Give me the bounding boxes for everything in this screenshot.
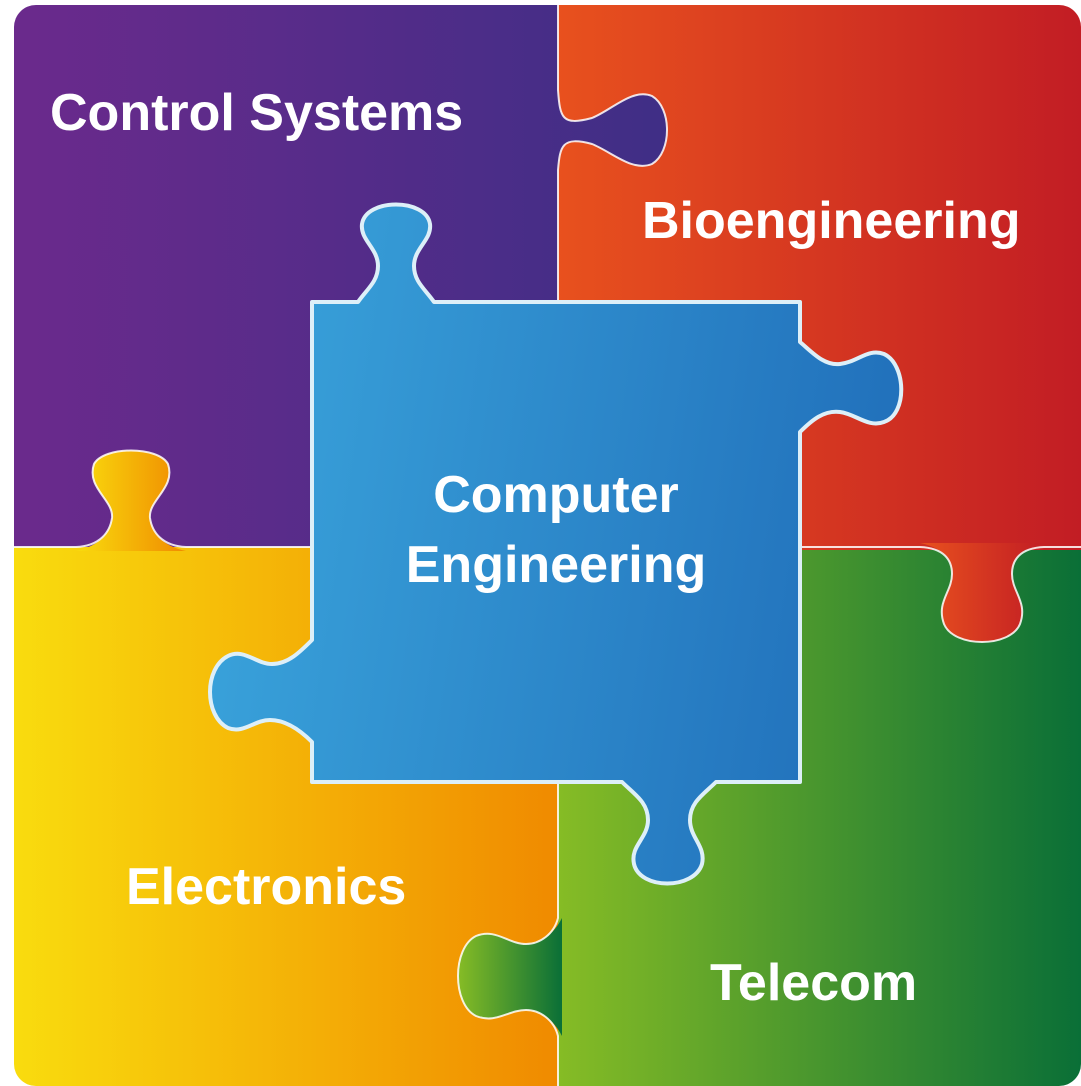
- seam-horizontal-left: [14, 449, 558, 548]
- seam-vertical-bottom: [457, 547, 559, 1086]
- telecom-tab: [458, 918, 562, 1036]
- computer-engineering-piece: [208, 202, 904, 886]
- computer-engineering-label-line1: Computer: [433, 466, 679, 524]
- bioengineering-label: Bioengineering: [642, 192, 1020, 250]
- control-systems-label: Control Systems: [50, 84, 463, 142]
- bioengineering-tab: [920, 543, 1044, 642]
- telecom-label: Telecom: [710, 954, 917, 1012]
- electronics-tab: [76, 450, 186, 551]
- seam-horizontal-right: [558, 546, 1081, 643]
- electronics-label: Electronics: [126, 858, 406, 916]
- seam-vertical-top: [557, 5, 668, 547]
- computer-engineering-label-line2: Engineering: [406, 536, 706, 594]
